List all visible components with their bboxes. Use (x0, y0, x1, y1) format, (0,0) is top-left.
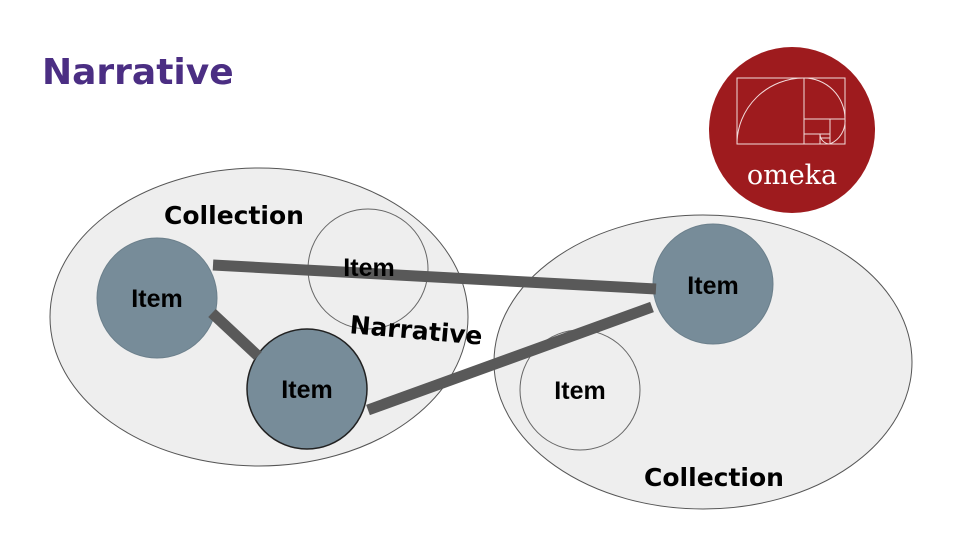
collection-left-label: Collection (164, 201, 304, 230)
narrative-link-a-right (212, 259, 657, 295)
omeka-logo: omeka (709, 47, 875, 213)
item-left-faint-label: Item (343, 254, 394, 282)
golden-spiral-icon (736, 77, 846, 145)
item-left-a-label: Item (131, 285, 182, 313)
slide-title: Narrative (42, 52, 234, 93)
item-left-b-label: Item (281, 376, 332, 404)
item-left-a (96, 237, 218, 359)
collection-right-label: Collection (644, 463, 784, 492)
narrative-link-b-right (366, 301, 654, 416)
item-left-b (246, 328, 368, 450)
item-right-a-label: Item (687, 272, 738, 300)
item-right-faint-label: Item (554, 377, 605, 405)
narrative-link-a-b (208, 308, 262, 361)
logo-wordmark: omeka (747, 160, 837, 191)
logo-background (709, 47, 875, 213)
